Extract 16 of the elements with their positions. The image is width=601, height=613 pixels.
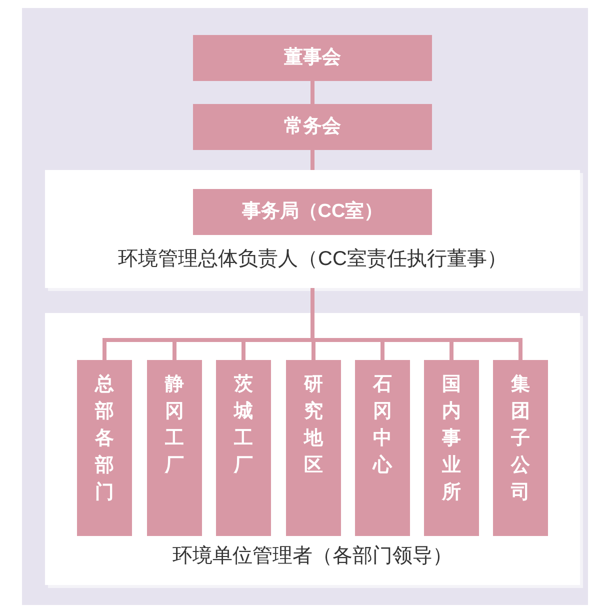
unit-box: 国内事业所: [424, 360, 479, 536]
unit-box: 研究地区: [286, 360, 341, 536]
unit-box: 静冈工厂: [147, 360, 202, 536]
panel: [45, 170, 580, 288]
org-box: 事务局（CC室）: [193, 189, 432, 235]
panel: [45, 313, 580, 585]
connector-line: [310, 150, 314, 170]
panel-title: 环境单位管理者（各部门领导）: [172, 544, 454, 569]
unit-box: 集团子公司: [493, 360, 548, 536]
org-box: 常务会: [193, 104, 432, 150]
org-box: 董事会: [193, 35, 432, 81]
unit-box: 总部各部门: [77, 360, 132, 536]
unit-box: 石冈中心: [355, 360, 410, 536]
panel-title: 环境管理总体负责人（CC室责任执行董事）: [117, 247, 508, 272]
connector-line: [310, 81, 314, 104]
unit-box: 茨城工厂: [216, 360, 271, 536]
